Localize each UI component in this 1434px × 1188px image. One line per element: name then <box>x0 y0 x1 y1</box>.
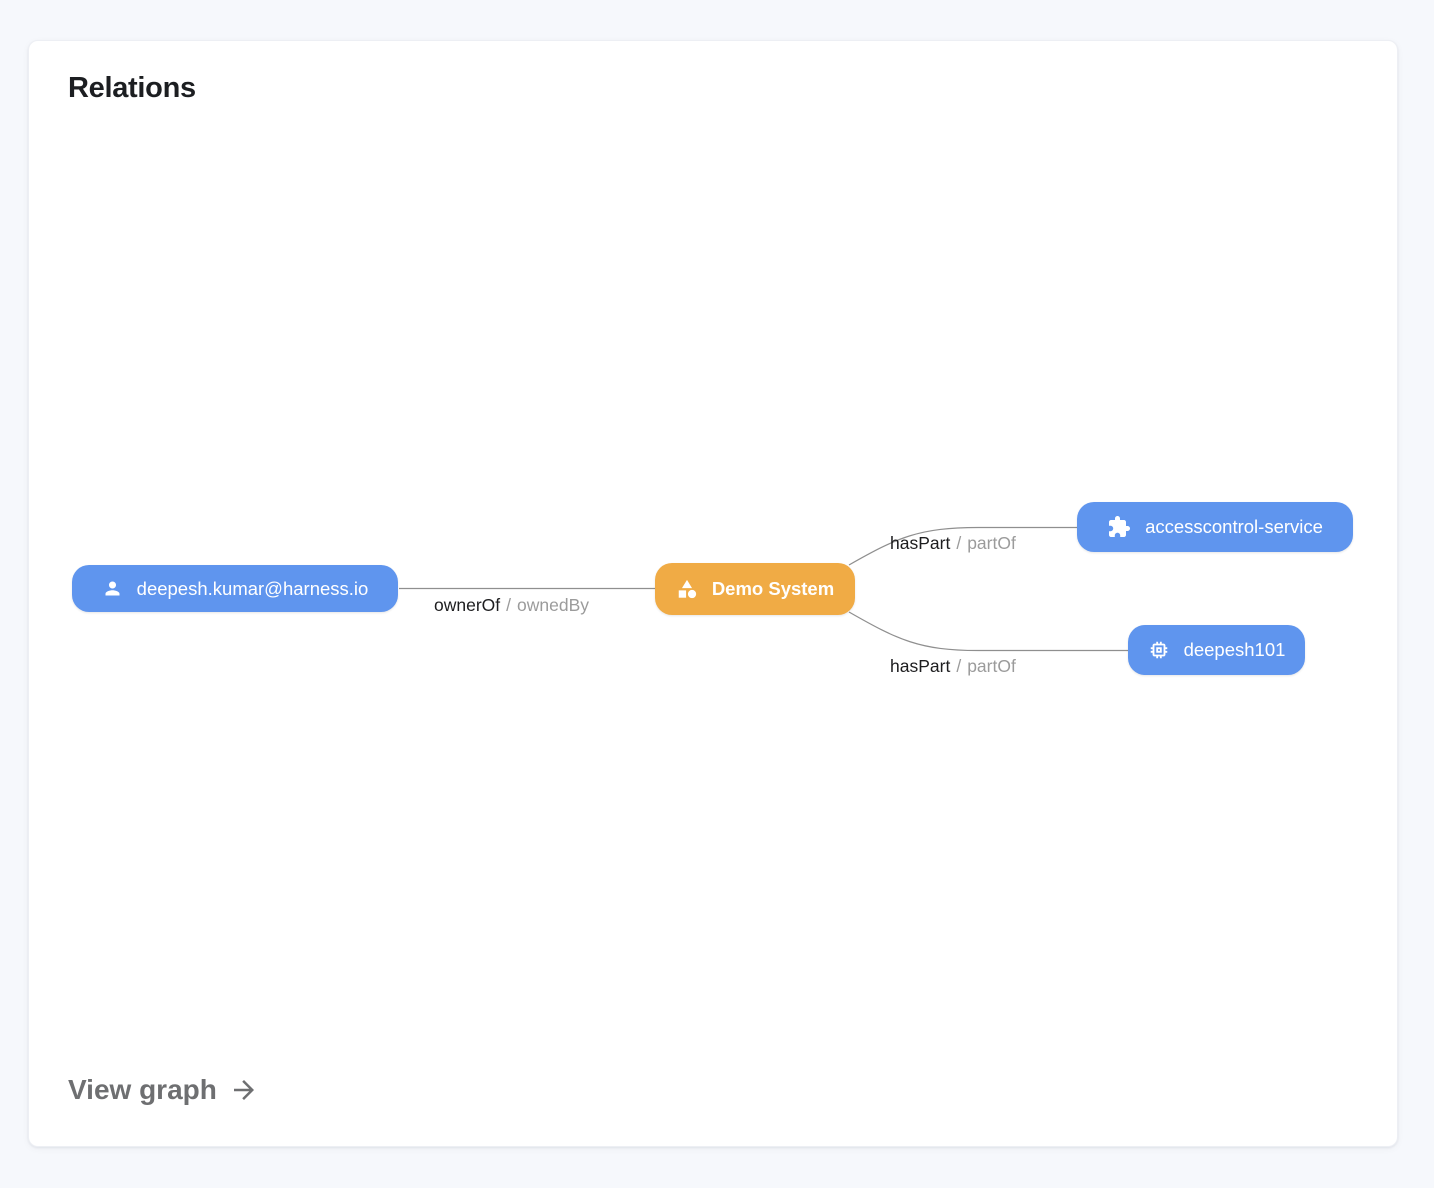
edge-label-haspart-partof-top: hasPart / partOf <box>890 533 1016 554</box>
node-user-deepesh-kumar[interactable]: deepesh.kumar@harness.io <box>72 565 398 612</box>
node-label: Demo System <box>711 578 835 599</box>
node-label: deepesh.kumar@harness.io <box>136 577 369 599</box>
node-component-deepesh101[interactable]: deepesh101 <box>1128 625 1305 675</box>
memory-chip-icon <box>1148 639 1170 661</box>
relation-forward: hasPart <box>890 656 951 676</box>
relation-separator: / <box>956 656 962 676</box>
relation-inverse: ownedBy <box>517 595 590 615</box>
card-title: Relations <box>68 72 196 104</box>
person-icon <box>102 578 123 599</box>
node-component-accesscontrol-service[interactable]: accesscontrol-service <box>1077 502 1353 552</box>
extension-puzzle-icon <box>1107 515 1131 539</box>
relation-inverse: partOf <box>967 533 1016 553</box>
view-graph-label: View graph <box>68 1074 217 1105</box>
node-system-demo-system[interactable]: Demo System <box>655 563 855 615</box>
relation-separator: / <box>506 595 512 615</box>
category-shapes-icon <box>676 578 698 600</box>
node-label: deepesh101 <box>1183 639 1286 660</box>
node-label: accesscontrol-service <box>1145 516 1323 537</box>
relation-forward: ownerOf <box>434 595 501 615</box>
edge-label-haspart-partof-bottom: hasPart / partOf <box>890 656 1016 677</box>
relation-forward: hasPart <box>890 533 951 553</box>
relation-separator: / <box>956 533 962 553</box>
view-graph-link[interactable]: View graph <box>68 1074 259 1106</box>
arrow-right-icon <box>233 1080 254 1100</box>
edge-label-ownerof-ownedby: ownerOf / ownedBy <box>434 595 589 616</box>
relation-inverse: partOf <box>967 656 1016 676</box>
